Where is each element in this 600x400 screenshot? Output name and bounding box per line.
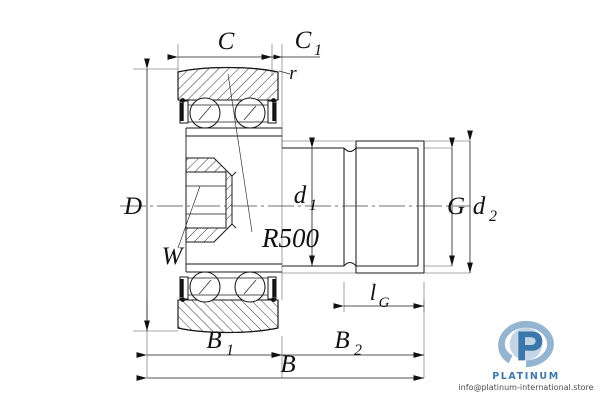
label-W: W bbox=[162, 243, 185, 270]
label-C1: C 1 bbox=[295, 27, 322, 59]
label-d1: d 1 bbox=[294, 182, 317, 214]
label-C: C bbox=[218, 28, 235, 55]
label-d2: d 2 bbox=[473, 193, 497, 225]
svg-text:1: 1 bbox=[309, 197, 317, 214]
svg-text:1: 1 bbox=[226, 342, 234, 359]
label-D: D bbox=[123, 193, 142, 220]
label-B: B bbox=[280, 351, 295, 378]
svg-text:d: d bbox=[294, 182, 307, 209]
watermark-email: info@platinum-international.store bbox=[458, 383, 594, 392]
watermark: PLATINUM info@platinum-international.sto… bbox=[458, 318, 594, 396]
svg-text:1: 1 bbox=[314, 42, 322, 59]
platinum-logo-icon bbox=[498, 320, 554, 368]
svg-text:2: 2 bbox=[354, 342, 362, 359]
svg-text:B: B bbox=[206, 327, 221, 354]
label-B2: B 2 bbox=[334, 327, 362, 359]
svg-text:B: B bbox=[334, 327, 349, 354]
label-G: G bbox=[447, 193, 465, 220]
label-lG: l G bbox=[370, 280, 390, 311]
svg-text:l: l bbox=[370, 280, 376, 305]
label-R500: R500 bbox=[261, 223, 319, 253]
svg-text:d: d bbox=[473, 193, 486, 220]
svg-text:C: C bbox=[295, 27, 312, 54]
label-B1: B 1 bbox=[206, 327, 234, 359]
watermark-brand: PLATINUM bbox=[492, 371, 560, 382]
label-r: r bbox=[289, 63, 297, 84]
svg-text:2: 2 bbox=[489, 208, 497, 225]
svg-text:G: G bbox=[379, 295, 390, 311]
